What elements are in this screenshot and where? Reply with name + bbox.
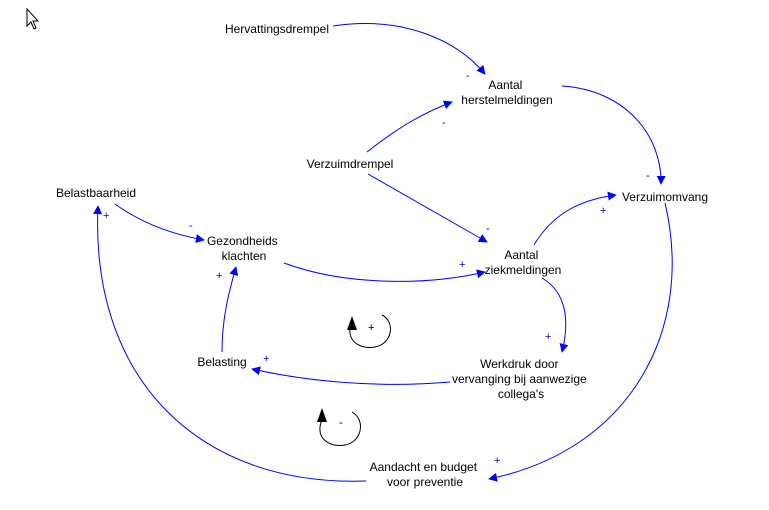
link-belastbaarheid-to-gezondheid — [114, 203, 205, 244]
polarity-verzuimdrempel-to-herstel: - — [442, 117, 446, 129]
balancing-loop-indicator: - — [317, 408, 361, 447]
link-verzuimomvang-to-preventie — [488, 202, 673, 482]
polarity-herstel-to-verzuimomvang: - — [646, 170, 650, 182]
node-belastbaarheid: Belastbaarheid — [56, 186, 136, 200]
reinforcing-loop-sign: + — [368, 322, 374, 334]
link-verzuimdrempel-to-ziekmeldingen — [367, 173, 488, 243]
polarity-gezondheid-to-ziekmeldingen: + — [459, 259, 465, 271]
balancing-loop-sign: - — [339, 417, 343, 429]
link-belasting-to-gezondheid — [221, 266, 239, 353]
mouse-pointer-icon — [26, 7, 40, 30]
polarity-belasting-to-gezondheid: + — [216, 270, 222, 282]
node-aandacht-preventie: Aandacht en budget voor preventie — [370, 460, 481, 489]
node-aantal-ziekmeldingen: Aantal ziekmeldingen — [485, 248, 562, 277]
node-belasting: Belasting — [197, 355, 246, 369]
node-verzuimomvang: Verzuimomvang — [622, 190, 708, 204]
node-werkdruk: Werkdruk door vervanging bij aanwezige c… — [452, 357, 590, 401]
link-ziekmeldingen-to-werkdruk — [541, 277, 569, 353]
node-verzuimdrempel: Verzuimdrempel — [307, 157, 394, 171]
reinforcing-loop-indicator: + — [347, 314, 391, 349]
polarity-ziekmeldingen-to-verzuimomvang: + — [600, 205, 606, 217]
link-herstel-to-verzuimomvang — [561, 85, 666, 185]
node-gezondheidsklachten: Gezondheids klachten — [207, 234, 281, 263]
link-hervatting-to-herstel — [332, 23, 486, 75]
polarity-werkdruk-to-belasting: + — [263, 353, 269, 365]
polarity-belastbaarheid-to-gezondheid: - — [189, 220, 193, 232]
link-preventie-to-belastbaarheid — [93, 205, 367, 482]
polarity-verzuimdrempel-to-ziekmeldingen: - — [486, 223, 490, 235]
node-aantal-herstelmeldingen: Aantal herstelmeldingen — [461, 78, 552, 107]
link-gezondheid-to-ziekmeldingen — [283, 262, 486, 282]
polarity-hervatting-to-herstel: - — [466, 70, 470, 82]
link-werkdruk-to-belasting — [251, 366, 451, 385]
link-verzuimdrempel-to-herstel — [366, 100, 453, 153]
polarity-verzuimomvang-to-preventie: + — [494, 455, 500, 467]
node-hervattingsdrempel: Hervattingsdrempel — [225, 22, 329, 36]
polarity-preventie-to-belastbaarheid: + — [103, 210, 109, 222]
polarity-ziekmeldingen-to-werkdruk: + — [545, 331, 551, 343]
link-ziekmeldingen-to-verzuimomvang — [533, 191, 617, 246]
